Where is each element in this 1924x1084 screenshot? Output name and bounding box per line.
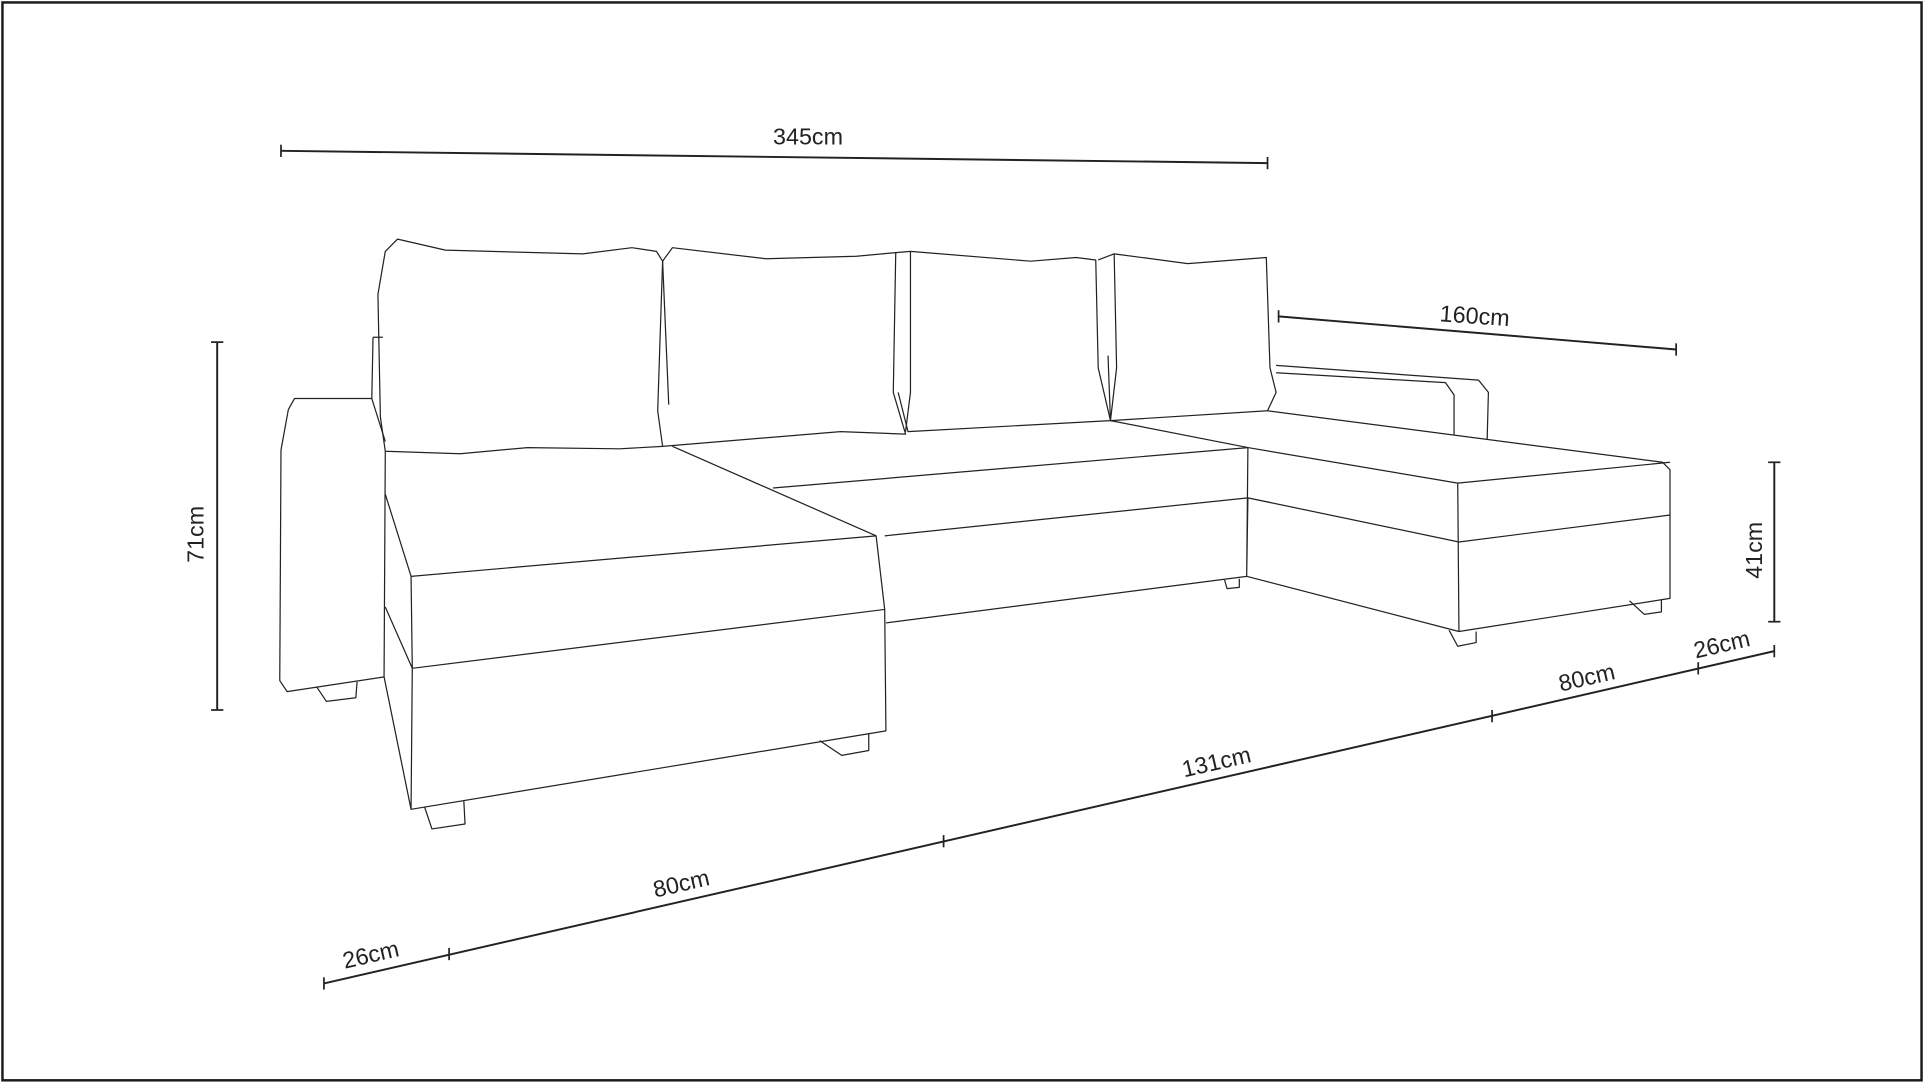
middle-leg	[1223, 578, 1240, 590]
label-height: 71cm	[183, 506, 209, 563]
label-seat-height: 41cm	[1741, 522, 1767, 579]
left-leg-front	[423, 733, 870, 830]
label-front-middle: 131cm	[1179, 741, 1253, 782]
label-chaise-depth: 160cm	[1439, 300, 1511, 331]
back-cushion-1	[377, 238, 664, 455]
left-chaise	[383, 445, 1248, 810]
dimension-seat-height: 41cm	[1741, 461, 1781, 623]
dimension-height: 71cm	[183, 341, 224, 711]
dimension-chaise-depth: 160cm	[1277, 300, 1677, 356]
dimension-total-width: 345cm	[280, 124, 1269, 170]
back-cushion-4	[1097, 253, 1277, 422]
cushion-creases	[661, 251, 1118, 432]
sofa-drawing	[279, 238, 1671, 830]
label-front-right-chaise: 80cm	[1556, 658, 1617, 696]
back-cushion-2	[662, 247, 907, 447]
left-leg-back	[316, 681, 358, 703]
right-legs	[1448, 599, 1663, 647]
dimension-front-length: 26cm 80cm 131cm 80cm 26cm	[323, 625, 1776, 990]
label-total-width: 345cm	[773, 124, 843, 150]
back-cushion-3	[895, 250, 1112, 433]
right-chaise	[1246, 410, 1671, 633]
middle-seat	[885, 420, 1249, 624]
left-armrest	[279, 336, 386, 693]
right-armrest	[1276, 364, 1490, 440]
